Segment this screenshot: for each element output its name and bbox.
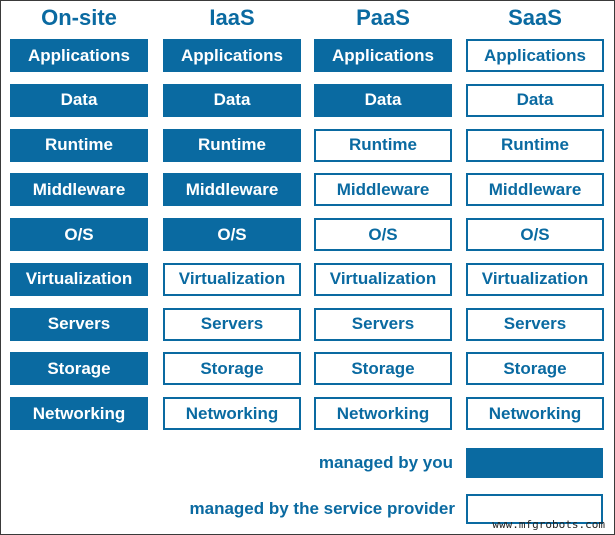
- layer-o-s-saas: O/S: [466, 218, 604, 251]
- layer-virtualization-paas: Virtualization: [314, 262, 452, 296]
- layer-data-paas: Data: [314, 83, 452, 117]
- layer-servers-iaas: Servers: [163, 307, 301, 341]
- layer-applications-saas: Applications: [466, 39, 604, 72]
- layer-middleware-saas: Middleware: [466, 173, 604, 207]
- layer-servers-on-site: Servers: [10, 307, 148, 341]
- layer-storage-paas: Storage: [314, 352, 452, 386]
- layer-data-on-site: Data: [10, 83, 148, 117]
- column-header-paas: PaaS: [356, 5, 410, 30]
- layer-o-s-paas: O/S: [314, 218, 452, 251]
- layer-middleware-on-site: Middleware: [10, 173, 148, 207]
- layer-middleware-paas: Middleware: [314, 173, 452, 207]
- layer-virtualization-on-site: Virtualization: [10, 262, 148, 296]
- legend-swatch-managed-by-you: [466, 448, 603, 478]
- layer-runtime-saas: Runtime: [466, 128, 604, 162]
- layer-networking-iaas: Networking: [163, 397, 301, 430]
- layer-data-saas: Data: [466, 83, 604, 117]
- legend-swatch-managed-by-provider: [466, 494, 603, 524]
- layer-servers-paas: Servers: [314, 307, 452, 341]
- watermark: www.mfgrobots.com: [492, 518, 605, 531]
- layer-networking-on-site: Networking: [10, 397, 148, 430]
- layer-o-s-iaas: O/S: [163, 218, 301, 251]
- layer-runtime-paas: Runtime: [314, 128, 452, 162]
- layer-storage-iaas: Storage: [163, 352, 301, 386]
- layer-storage-saas: Storage: [466, 352, 604, 386]
- column-header-iaas: IaaS: [209, 5, 255, 30]
- legend-label-managed-by-provider: managed by the service provider: [189, 499, 456, 518]
- layer-networking-saas: Networking: [466, 397, 604, 430]
- layer-servers-saas: Servers: [466, 307, 604, 341]
- layer-virtualization-saas: Virtualization: [466, 262, 604, 296]
- layer-applications-iaas: Applications: [163, 39, 301, 72]
- legend-label-managed-by-you: managed by you: [318, 453, 453, 472]
- layer-o-s-on-site: O/S: [10, 218, 148, 251]
- layer-data-iaas: Data: [163, 83, 301, 117]
- layer-applications-paas: Applications: [314, 39, 452, 72]
- layer-networking-paas: Networking: [314, 397, 452, 430]
- layer-applications-on-site: Applications: [10, 39, 148, 72]
- layer-virtualization-iaas: Virtualization: [163, 262, 301, 296]
- layer-middleware-iaas: Middleware: [163, 173, 301, 207]
- layer-runtime-on-site: Runtime: [10, 128, 148, 162]
- layer-storage-on-site: Storage: [10, 352, 148, 386]
- column-header-on-site: On-site: [41, 5, 117, 30]
- layer-runtime-iaas: Runtime: [163, 128, 301, 162]
- column-header-saas: SaaS: [508, 5, 562, 30]
